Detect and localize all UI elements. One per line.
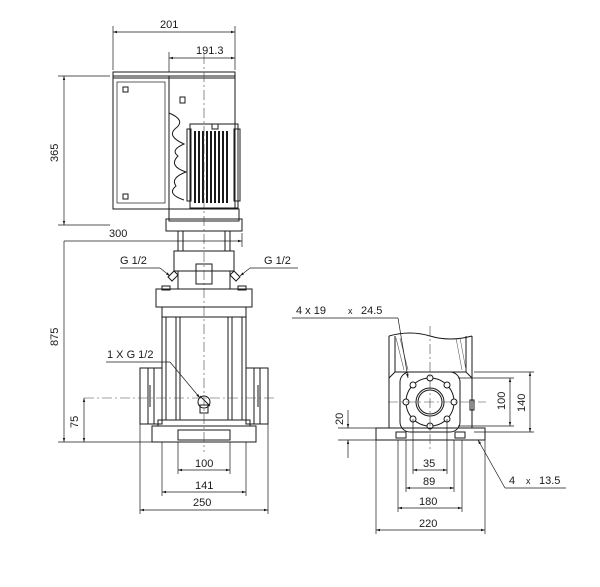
- dim-20: 20: [334, 413, 346, 425]
- dim-100-flange: 100: [496, 392, 508, 410]
- inlet-flange: [139, 367, 163, 425]
- dim-191-3: 191.3: [196, 45, 224, 57]
- outlet-flange: [245, 367, 269, 425]
- bolt-x: x: [348, 306, 353, 316]
- foot-holes-dim: 13.5: [539, 475, 560, 487]
- port-right-label: G 1/2: [264, 255, 291, 267]
- dim-141: 141: [195, 480, 213, 492]
- bolt-label: 4 x 19: [296, 305, 326, 317]
- dim-875: 875: [49, 328, 61, 346]
- foot-holes-x: x: [526, 476, 531, 486]
- dim-220: 220: [419, 518, 437, 530]
- drain-label: 1 X G 1/2: [107, 349, 153, 361]
- foot-holes-count: 4: [509, 475, 515, 487]
- motor-body: [186, 123, 241, 209]
- dim-250: 250: [193, 497, 211, 509]
- dim-201: 201: [160, 19, 178, 31]
- dim-75: 75: [69, 416, 81, 428]
- port-left-label: G 1/2: [120, 255, 147, 267]
- flange-base: [375, 427, 486, 441]
- bolt-dim: 24.5: [361, 305, 382, 317]
- terminal-box: [112, 71, 236, 210]
- dim-180: 180: [419, 496, 437, 508]
- side-view: 201 191.3 365 300 G 1/2 G 1/2 875 1 X G …: [49, 19, 298, 514]
- dim-365: 365: [49, 144, 61, 162]
- dim-100-base: 100: [195, 458, 213, 470]
- flange-view: 4 x 19 x 24.5 100 140 20 4 x 13.5 35: [292, 305, 566, 534]
- dim-35: 35: [423, 458, 435, 470]
- dim-300: 300: [109, 228, 127, 240]
- dim-140: 140: [516, 394, 528, 412]
- dim-89: 89: [423, 476, 435, 488]
